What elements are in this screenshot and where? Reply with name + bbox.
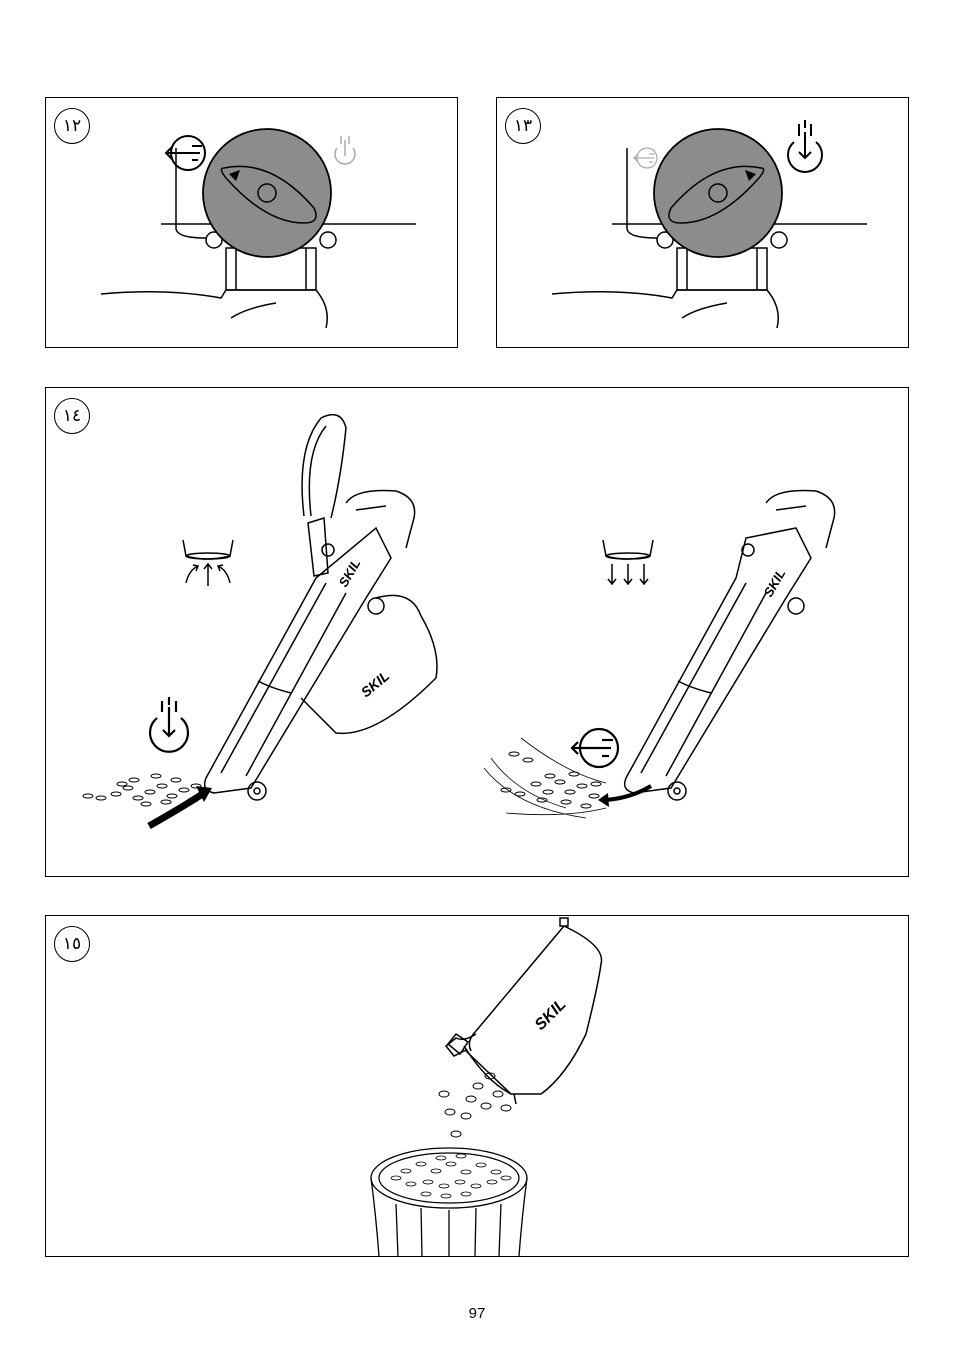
suction-arrow (149, 793, 204, 826)
blow-mode-icon (572, 729, 618, 767)
figure-12-panel: ١٢ (45, 97, 458, 348)
waste-bin (371, 1148, 527, 1256)
page-number: 97 (0, 1305, 954, 1322)
blow-mode-icon-inactive (634, 148, 657, 168)
brand-logo-bag-15: SKIL (532, 996, 570, 1034)
emptying-bag-illustration: SKIL (46, 916, 908, 1256)
blow-mode-device (625, 491, 835, 801)
blow-arrow (606, 786, 651, 800)
bin-leaves (391, 1154, 511, 1198)
brand-logo-bag: SKIL (358, 668, 393, 701)
blow-mode-icon (166, 136, 205, 170)
blower-vacuum-usage-illustration: SKIL SKIL (46, 388, 908, 876)
airflow-in-icon (183, 540, 233, 586)
figure-15-panel: ١٥ SKIL (45, 915, 909, 1257)
brand-logo-tube-right: SKIL (761, 566, 789, 599)
vacuum-mode-device (205, 415, 437, 800)
falling-leaves (439, 1073, 511, 1137)
mode-dial-vacuum-illustration (497, 98, 908, 347)
mode-dial-blow-illustration (46, 98, 457, 347)
figure-14-panel: ١٤ SKIL SKIL (45, 387, 909, 877)
vacuum-mode-icon-inactive (335, 136, 355, 164)
figure-13-panel: ١٣ (496, 97, 909, 348)
airflow-out-icon (603, 540, 653, 584)
collection-bag (446, 918, 602, 1104)
brand-logo-tube: SKIL (336, 556, 364, 589)
vacuum-mode-icon (788, 120, 822, 172)
vacuum-mode-icon (150, 697, 188, 752)
air-streams (484, 738, 606, 818)
